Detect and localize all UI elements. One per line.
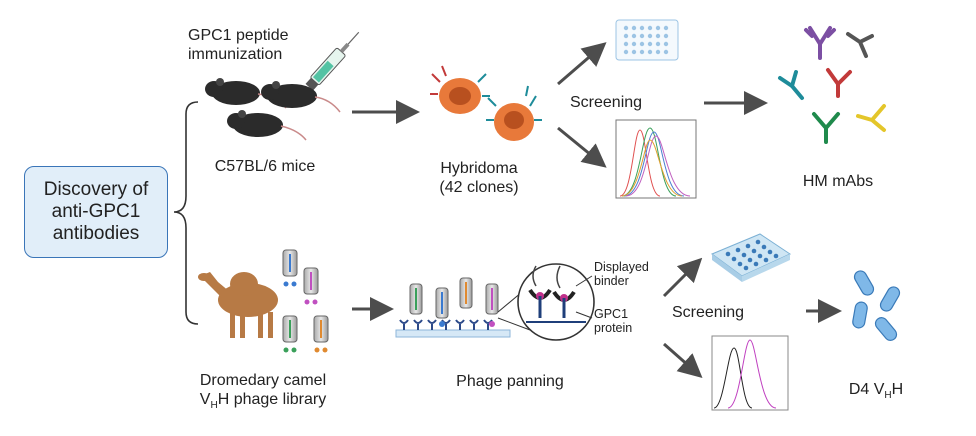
phage-icon — [282, 315, 298, 353]
immunization-label: GPC1 peptide immunization — [188, 27, 289, 63]
antibody-icon — [778, 70, 804, 100]
flow-histogram-icon — [615, 119, 697, 199]
phage-icon — [282, 249, 298, 287]
camel-icon — [198, 272, 278, 338]
discovery-box: Discovery of anti-GPC1 antibodies — [24, 166, 168, 258]
camel-label: Dromedary camel VHH phage library — [199, 372, 327, 412]
bottom-screening-label: Screening — [672, 304, 745, 321]
phage-icon — [313, 315, 329, 353]
discovery-line-2: anti-GPC1 — [51, 201, 141, 222]
arrow-to-flow-bottom — [663, 342, 703, 378]
syringe-icon — [305, 31, 360, 91]
phage-icon — [485, 283, 499, 315]
antibody-icon — [826, 68, 852, 98]
well-plate-icon — [710, 233, 792, 282]
hybridoma-cell-icon — [430, 65, 490, 114]
arrow-to-plate-bottom — [662, 257, 703, 298]
mice-label: C57BL/6 mice — [214, 158, 316, 175]
zoom-inset — [497, 263, 595, 341]
arrow-to-flow-top — [557, 126, 607, 168]
phage-panning-label: Phage panning — [456, 373, 564, 390]
bracket — [173, 101, 199, 325]
mouse-icon — [227, 110, 307, 141]
hybridoma-cell-icon — [486, 85, 542, 141]
phage-icon — [459, 277, 473, 309]
discovery-line-3: antibodies — [52, 223, 140, 244]
hybridoma-label: Hybridoma (42 clones) — [439, 160, 519, 196]
flow-histogram-icon — [711, 335, 789, 411]
antibody-icon — [804, 26, 836, 60]
arrow-to-plate-top — [557, 42, 607, 86]
panning-surface — [395, 277, 511, 338]
nanobody-icon — [852, 270, 901, 341]
antibody-icon — [856, 104, 886, 132]
phage-icon — [303, 267, 319, 305]
mouse-icon — [205, 78, 287, 109]
d4-vhh-label: D4 VHH — [848, 381, 904, 402]
mouse-icon — [261, 81, 341, 113]
phage-icon — [435, 287, 449, 319]
top-screening-label: Screening — [570, 94, 643, 111]
phage-icon — [409, 283, 423, 315]
displayed-binder-label: Displayed binder — [594, 260, 649, 288]
well-plate-icon — [615, 19, 679, 61]
antibody-icon — [812, 112, 840, 144]
hm-mabs-label: HM mAbs — [802, 173, 874, 190]
antibody-icon — [846, 32, 874, 58]
gpc1-protein-label: GPC1 protein — [594, 307, 633, 335]
discovery-line-1: Discovery of — [43, 179, 149, 200]
